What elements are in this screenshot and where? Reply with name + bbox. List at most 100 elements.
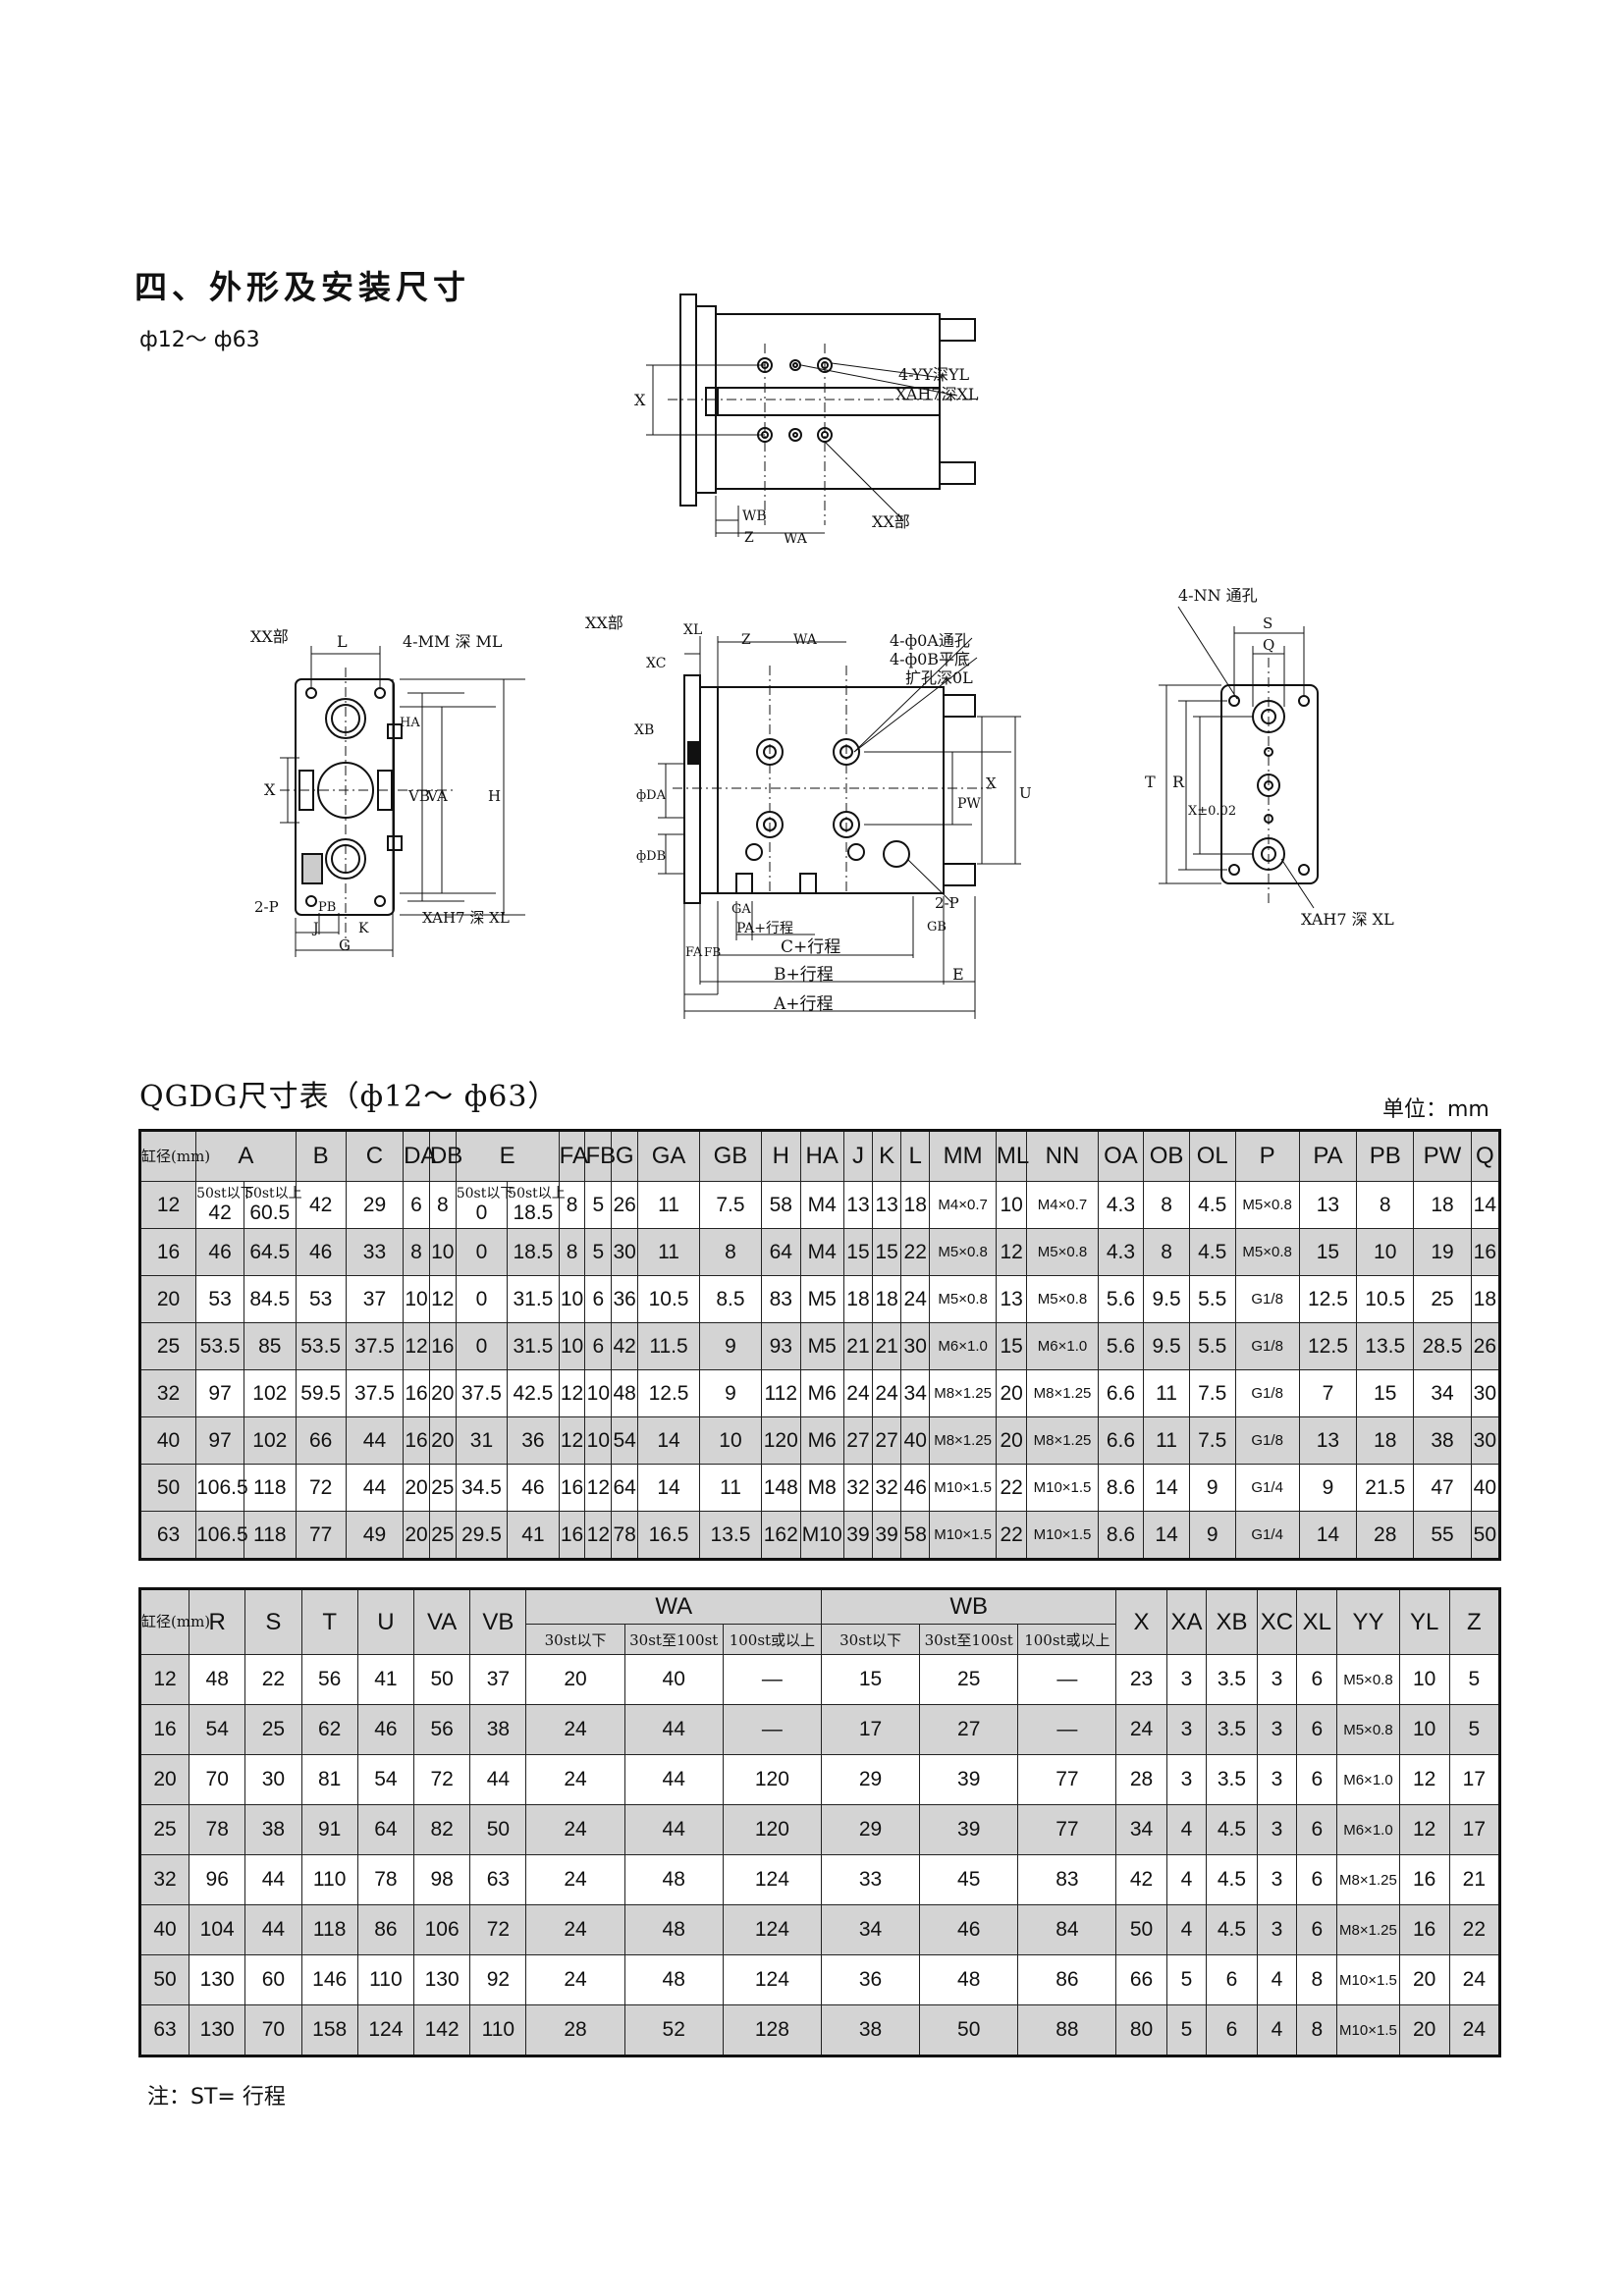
value-cell: 12 <box>428 1275 457 1323</box>
header-xc: XC <box>1256 1588 1298 1655</box>
bore-cell: 16 <box>138 1704 190 1755</box>
value-cell: 78 <box>611 1511 639 1560</box>
value-cell: M10×1.5 <box>929 1464 997 1512</box>
value-cell: M10×1.5 <box>1026 1464 1099 1512</box>
value-cell: 25 <box>428 1511 457 1560</box>
dim-xb: XB <box>634 722 654 738</box>
bore-cell: 40 <box>138 1904 190 1955</box>
value-cell: 3.5 <box>1206 1654 1258 1705</box>
value-cell: 31.5 <box>507 1275 560 1323</box>
value-cell: 24 <box>1448 1954 1501 2005</box>
bore-cell: 63 <box>138 2004 190 2056</box>
value-cell: 6 <box>1296 1854 1338 1905</box>
value-cell: 110 <box>469 2004 527 2056</box>
value-cell: M6 <box>799 1369 844 1417</box>
value-cell: M10×1.5 <box>1336 1954 1400 2005</box>
value-cell: 10 <box>1398 1654 1450 1705</box>
value-cell: 93 <box>760 1322 801 1370</box>
label-oa: 4-ф0A通孔 <box>890 631 970 650</box>
value-cell: 130 <box>189 2004 246 2056</box>
value-cell: 17 <box>1448 1804 1501 1855</box>
value-cell: 9 <box>1298 1464 1358 1512</box>
value-cell: 124 <box>356 2004 415 2056</box>
value-cell: M6×1.0 <box>1336 1804 1400 1855</box>
value-cell: 6 <box>1296 1654 1338 1705</box>
header-xa: XA <box>1165 1588 1208 1655</box>
header-xl: XL <box>1296 1588 1338 1655</box>
header-t: T <box>300 1588 358 1655</box>
header-mm: MM <box>929 1130 997 1182</box>
value-cell: 4 <box>1165 1904 1208 1955</box>
value-cell: 13 <box>995 1275 1028 1323</box>
bore-cell: 32 <box>138 1854 190 1905</box>
label-ob: 4-ф0B平底 <box>890 650 970 668</box>
header-c: C <box>345 1130 405 1182</box>
value-cell: 50 <box>413 1654 471 1705</box>
value-cell: 34 <box>900 1369 931 1417</box>
value-cell: 18 <box>872 1275 902 1323</box>
value-cell: 8.5 <box>699 1275 762 1323</box>
value-cell: 13 <box>842 1181 874 1229</box>
table-title: QGDG尺寸表（ф12～ ф63） <box>139 1080 559 1114</box>
value-cell: G1/8 <box>1234 1369 1300 1417</box>
value-cell: 5.6 <box>1097 1275 1145 1323</box>
cell-value: 42 <box>208 1201 232 1224</box>
value-cell: 12 <box>558 1416 586 1465</box>
header-x: X <box>1115 1588 1167 1655</box>
cell-value: 0 <box>475 1201 488 1224</box>
value-cell: 23 <box>1115 1654 1167 1705</box>
value-cell: 78 <box>189 1804 246 1855</box>
value-cell: M10×1.5 <box>929 1511 997 1560</box>
value-cell: 5.5 <box>1188 1322 1236 1370</box>
value-cell: 4 <box>1256 1954 1298 2005</box>
value-cell: 16 <box>558 1511 586 1560</box>
header-stroke-range: 100st或以上 <box>1017 1624 1117 1655</box>
value-cell: 38 <box>469 1704 527 1755</box>
value-cell: 10 <box>995 1181 1028 1229</box>
value-cell: M5×0.8 <box>1234 1228 1300 1276</box>
value-cell: 10 <box>558 1275 586 1323</box>
value-cell: 28.5 <box>1413 1322 1472 1370</box>
value-cell: 40 <box>900 1416 931 1465</box>
value-cell: 3.5 <box>1206 1704 1258 1755</box>
dim-l: L <box>337 632 348 651</box>
value-cell: 4.5 <box>1206 1904 1258 1955</box>
value-cell: 52 <box>623 2004 724 2056</box>
value-cell: 44 <box>345 1416 405 1465</box>
value-cell: 18.5 <box>507 1228 560 1276</box>
value-cell: 72 <box>295 1464 347 1512</box>
header-stroke-range: 30st以下 <box>525 1624 625 1655</box>
front-view-drawing: XX部 XL XC XB Z WA 4-ф0A通孔 4-ф0B平底 扩孔深0L … <box>579 607 1041 1024</box>
header-ml: ML <box>995 1130 1029 1182</box>
value-cell: 37.5 <box>345 1322 405 1370</box>
value-cell: 15 <box>842 1228 874 1276</box>
header-e: E <box>455 1130 560 1182</box>
value-cell: 54 <box>189 1704 246 1755</box>
value-cell: 18 <box>1470 1275 1501 1323</box>
value-cell: 3 <box>1256 1704 1298 1755</box>
value-cell: 6 <box>1206 1954 1258 2005</box>
header-bore: 缸径(mm) <box>138 1130 210 1182</box>
dim-x-top: X <box>634 391 646 409</box>
value-cell: 8 <box>1296 2004 1338 2056</box>
header-yy: YY <box>1336 1588 1400 1655</box>
bore-cell: 63 <box>138 1511 197 1560</box>
value-cell: G1/8 <box>1234 1322 1300 1370</box>
value-cell: 66 <box>295 1416 347 1465</box>
value-cell: 64 <box>611 1464 639 1512</box>
value-cell: M5 <box>799 1275 844 1323</box>
value-cell: 62 <box>300 1704 358 1755</box>
value-cell: 37 <box>345 1275 405 1323</box>
value-cell: 55 <box>1413 1511 1472 1560</box>
value-cell: 82 <box>413 1804 471 1855</box>
value-cell: 97 <box>195 1369 245 1417</box>
value-cell: 77 <box>1017 1754 1117 1805</box>
label-xa-left: XAH7 深 XL <box>422 909 510 927</box>
value-cell: 39 <box>842 1511 874 1560</box>
value-cell: M4 <box>799 1228 844 1276</box>
dim-x-tol: X±0.02 <box>1188 804 1236 819</box>
unit-label: 单位：mm <box>1382 1097 1489 1122</box>
